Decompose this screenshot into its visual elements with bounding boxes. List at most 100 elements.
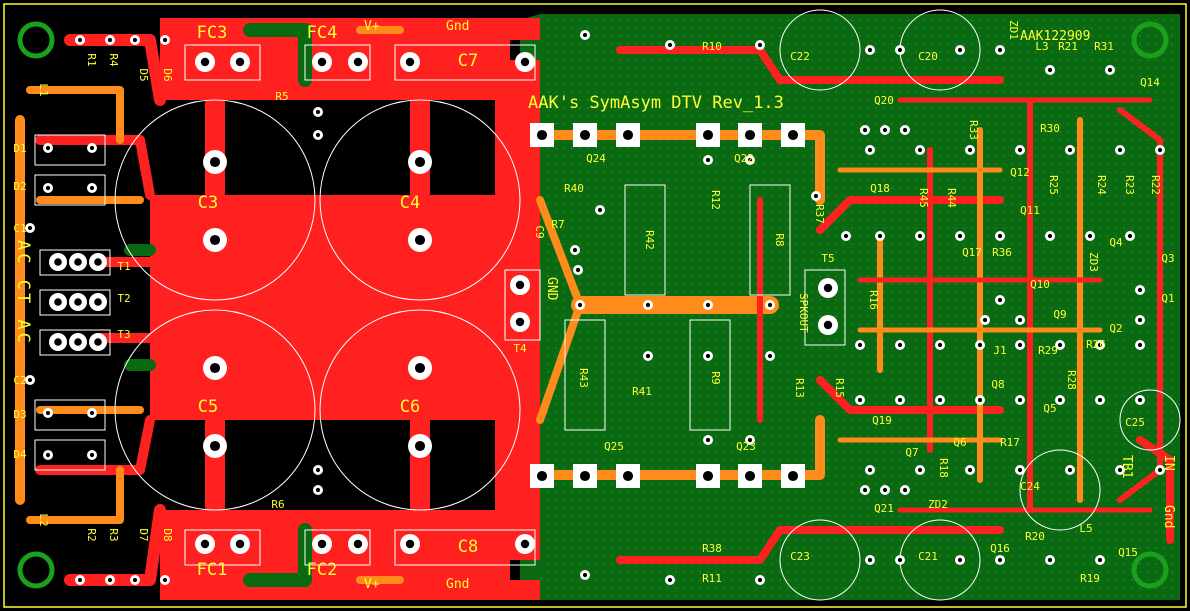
pad [1015, 145, 1025, 155]
part-label-t1: T1 [117, 260, 130, 273]
part-label-q6: Q6 [953, 436, 966, 449]
board-tag: AAK122909 [1020, 29, 1090, 44]
pad [510, 312, 530, 332]
part-label-q7: Q7 [905, 446, 918, 459]
c6-strap [410, 415, 430, 515]
part-label-r3: R3 [107, 528, 120, 541]
pad [1015, 465, 1025, 475]
pad [975, 395, 985, 405]
pad [1055, 340, 1065, 350]
pad [665, 575, 675, 585]
pad [203, 434, 227, 458]
part-label-r12: R12 [709, 190, 722, 210]
pad [1095, 395, 1105, 405]
pad [575, 300, 585, 310]
pad [87, 408, 97, 418]
gnd-bottom: Gnd [446, 577, 469, 592]
pad [865, 145, 875, 155]
pad [855, 395, 865, 405]
pad [43, 143, 53, 153]
pad [1015, 340, 1025, 350]
part-label-q18: Q18 [870, 182, 890, 195]
part-label-fc4: FC4 [307, 23, 338, 43]
pad [105, 35, 115, 45]
part-label-d8: D8 [161, 528, 174, 541]
part-label-c2: C2 [13, 374, 26, 387]
pad [696, 464, 720, 488]
pad [408, 434, 432, 458]
pad [348, 534, 368, 554]
part-label-r43: R43 [577, 368, 590, 388]
part-label-d4: D4 [13, 448, 27, 461]
pad [1115, 465, 1125, 475]
part-label-c6: C6 [400, 397, 420, 417]
part-label-r6: R6 [271, 498, 284, 511]
part-label-q12: Q12 [1010, 166, 1030, 179]
signal-traces [535, 46, 1174, 564]
pad [89, 333, 107, 351]
pad [755, 40, 765, 50]
pad [875, 231, 885, 241]
part-label-r26: R26 [1086, 338, 1106, 351]
pad [400, 534, 420, 554]
pad [895, 340, 905, 350]
pad [87, 183, 97, 193]
part-label-r11: R11 [702, 572, 722, 585]
pad [1135, 285, 1145, 295]
pad [755, 575, 765, 585]
part-label-r31: R31 [1094, 40, 1114, 53]
part-label-r8: R8 [773, 233, 786, 246]
pad [818, 315, 838, 335]
part-label-r24: R24 [1095, 175, 1108, 195]
pad [89, 253, 107, 271]
part-label-q9: Q9 [1053, 308, 1066, 321]
pad [69, 333, 87, 351]
part-label-c1: C1 [13, 222, 26, 235]
pad [995, 231, 1005, 241]
pad [955, 45, 965, 55]
part-label-zd1: ZD1 [1007, 20, 1020, 40]
pad [160, 575, 170, 585]
pad [935, 340, 945, 350]
pad [1015, 395, 1025, 405]
part-label-r22: R22 [1149, 175, 1162, 195]
pad [313, 485, 323, 495]
pad [865, 555, 875, 565]
part-label-r4: R4 [107, 53, 120, 67]
pad [515, 534, 535, 554]
part-label-r16: R16 [867, 290, 880, 310]
pad [745, 155, 755, 165]
pad [573, 123, 597, 147]
gnd-top: Gnd [446, 19, 469, 34]
pad [765, 351, 775, 361]
part-label-c20: C20 [918, 50, 938, 63]
part-label-t3: T3 [117, 328, 130, 341]
part-label-r17: R17 [1000, 436, 1020, 449]
pad [89, 293, 107, 311]
part-label-q23: Q23 [736, 440, 756, 453]
part-label-fc1: FC1 [197, 560, 228, 580]
part-label-t4: T4 [513, 342, 527, 355]
part-label-r20: R20 [1025, 530, 1045, 543]
part-label-r33: R33 [967, 120, 980, 140]
pad [1045, 555, 1055, 565]
part-label-r37: R37 [813, 204, 826, 224]
part-label-l3: L3 [1035, 40, 1048, 53]
pad [1045, 231, 1055, 241]
part-label-q24: Q24 [586, 152, 606, 165]
pad [515, 52, 535, 72]
pad [230, 534, 250, 554]
part-label-r42: R42 [643, 230, 656, 250]
pad [865, 465, 875, 475]
part-label-q4: Q4 [1109, 236, 1123, 249]
pad [995, 555, 1005, 565]
part-label-r10: R10 [702, 40, 722, 53]
part-label-r38: R38 [702, 542, 722, 555]
pad [510, 275, 530, 295]
part-label-c7: C7 [458, 51, 478, 71]
pad [880, 125, 890, 135]
gnd-label: GND [544, 277, 559, 301]
pad [1135, 340, 1145, 350]
part-label-r15: R15 [833, 378, 846, 398]
